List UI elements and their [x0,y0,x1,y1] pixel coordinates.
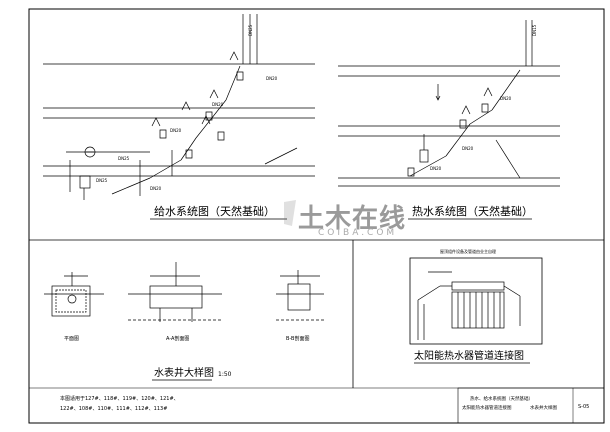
cold-water-title: 给水系统图（天然基础） [154,204,275,218]
pipe-tag: DN15 [532,24,537,36]
watermark-logo-icon [284,200,296,226]
pipe-tag: DN20 [150,186,162,191]
pipe-tag: DN20 [170,128,182,133]
pipe-tag: DN25 [248,24,253,36]
meter-well-title: 水表井大样图 [154,366,214,379]
drawing-name-line1: 热水、给水系统图（天然基础） [470,395,533,402]
meter-well-plan-view [44,272,104,317]
pipe-tag: DN20 [500,96,512,101]
pipe-tag: DN20 [266,76,278,81]
cold-water-system-diagram [43,14,315,200]
solar-heater-frame [409,257,543,345]
watermark-subtext: COIBA.COM [318,228,398,238]
drawing-name-line3: 水表井大样图 [530,404,557,411]
title-block [457,387,605,424]
sheet-border [28,8,605,424]
pipe-tag: DN25 [118,156,130,161]
meter-well-section-b [276,270,324,321]
general-note-line2: 122#、108#、110#、111#、112#、113# [60,406,167,412]
sheet-number: S-05 [578,404,589,410]
pipe-tag: DN25 [96,178,108,183]
pipe-tag: DN20 [212,102,224,107]
solar-heater-title: 太阳能热水器管道连接图 [414,349,524,362]
pipe-tag: DN20 [430,166,442,171]
solar-heater-header-note: 屋顶组件设备及管道由业主自理 [440,248,496,254]
hot-water-system-diagram [338,20,560,187]
drawing-name-line2: 太阳能热水器管道连接图 [462,404,512,411]
watermark-text: 土木在线 [298,204,407,234]
cold-water-pipe-tags: DN25 DN20 DN20 DN20 DN25 DN25 DN20 [96,24,278,191]
solar-collector-drawing [417,271,521,340]
meter-well-scale: 1:50 [218,371,232,378]
meter-well-view-label: 平面图 [64,336,79,342]
meter-well-view-label: B-B剖面图 [286,335,310,342]
hot-water-title: 热水系统图（天然基础） [412,204,533,218]
meter-well-view-label: A-A剖面图 [166,335,189,342]
general-note-line1: 本图适用于127#、118#、119#、120#、121#、 [60,395,179,402]
pipe-tag: DN20 [462,146,474,151]
meter-well-section-a [128,262,222,322]
hot-water-pipe-tags: DN15 DN20 DN20 DN20 [430,24,537,171]
